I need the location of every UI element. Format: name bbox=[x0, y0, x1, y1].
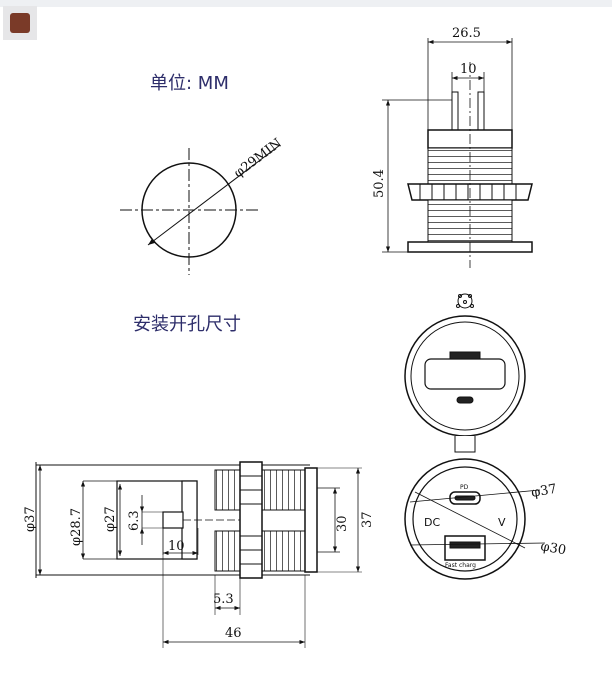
v-label: V bbox=[498, 516, 506, 529]
dc-label: DC bbox=[424, 516, 440, 529]
section-view bbox=[35, 461, 362, 648]
front-view bbox=[404, 293, 546, 580]
pd-label: PD bbox=[460, 484, 469, 491]
dim-front-37: φ37 bbox=[530, 482, 558, 501]
thumbnail[interactable] bbox=[3, 6, 37, 40]
dim-37: 37 bbox=[360, 511, 375, 528]
dim-10-pin: 10 bbox=[168, 539, 185, 554]
dim-46: 46 bbox=[225, 626, 242, 641]
thumbnail-image bbox=[10, 13, 30, 33]
dim-30: 30 bbox=[335, 515, 350, 532]
dim-dia-37: φ37 bbox=[23, 506, 38, 532]
dim-6-3: 6.3 bbox=[127, 510, 142, 531]
dim-dia-28-7: φ28.7 bbox=[69, 508, 84, 546]
unit-label: 单位: MM bbox=[150, 73, 229, 94]
mounting-hole-view bbox=[120, 144, 281, 275]
install-hole-label: 安装开孔尺寸 bbox=[133, 314, 241, 335]
hole-diameter-label: φ29MIN bbox=[231, 136, 284, 181]
dim-pin-spacing: 10 bbox=[460, 62, 477, 77]
fast-charge-label: Fast charg bbox=[445, 562, 476, 569]
dim-dia-27: φ27 bbox=[103, 506, 118, 532]
dim-front-30: φ30 bbox=[539, 539, 567, 558]
dim-width-top: 26.5 bbox=[452, 26, 481, 41]
dim-height: 50.4 bbox=[372, 169, 387, 198]
side-view bbox=[382, 38, 533, 268]
dim-5-3: 5.3 bbox=[213, 592, 234, 607]
top-bar bbox=[0, 0, 612, 7]
